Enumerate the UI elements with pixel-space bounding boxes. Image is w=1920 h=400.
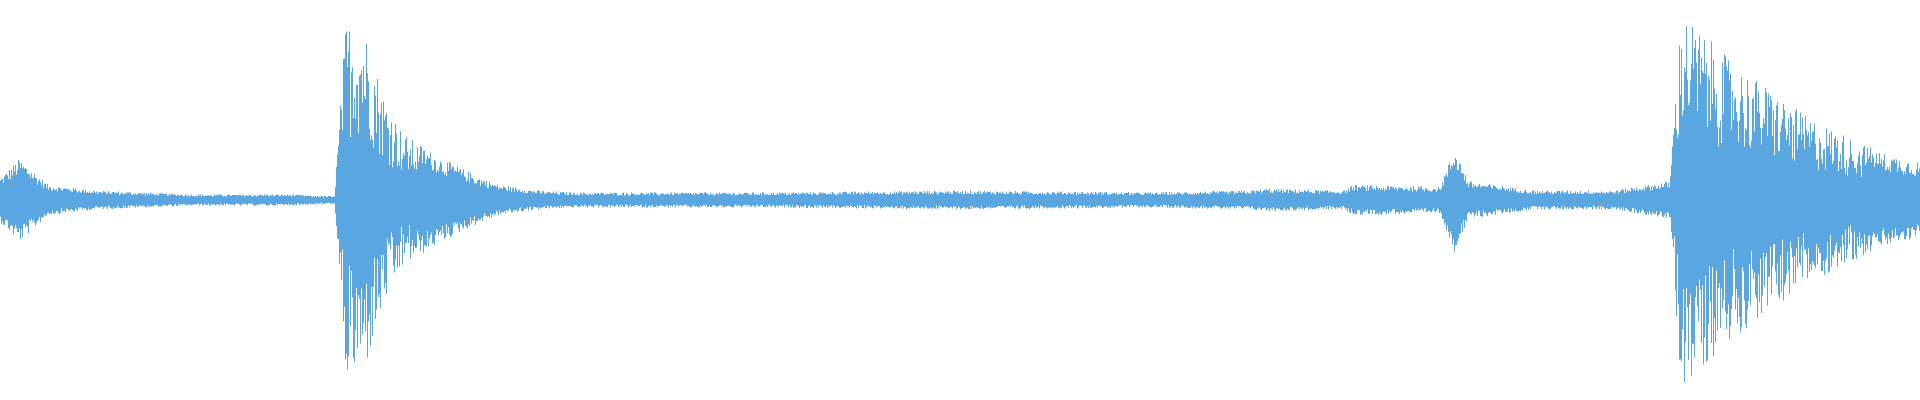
waveform-bars	[0, 25, 1920, 383]
